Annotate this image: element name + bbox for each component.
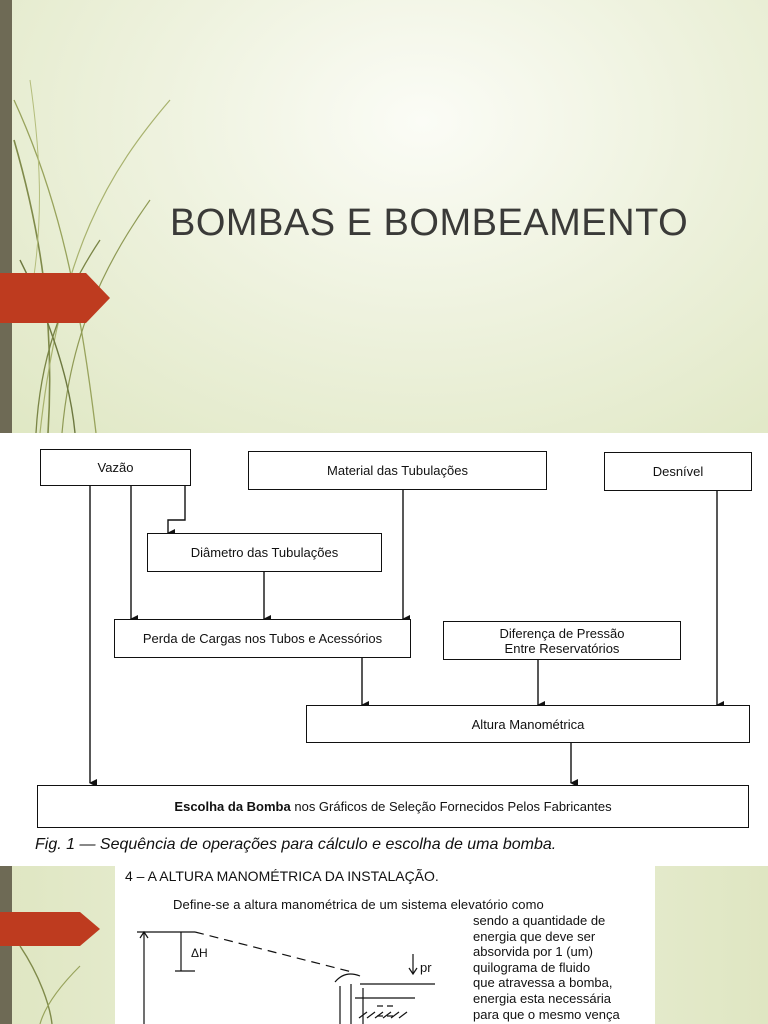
box-diferenca-pressao: Diferença de Pressão Entre Reservatórios [443,621,681,660]
box-perda-cargas: Perda de Cargas nos Tubos e Acessórios [114,619,411,658]
decorative-grass-lines-2 [19,945,81,1024]
body-line: quilograma de fluido [473,959,591,975]
box-escolha-bold: Escolha da Bomba [174,799,291,814]
title-slide: BOMBAS E BOMBEAMENTO [0,0,768,433]
body-line: para que o mesmo vença [473,1006,620,1022]
flowchart-connectors [89,485,724,787]
section-body: sendo a quantidade de energia que deve s… [473,913,648,1022]
delta-h-label: ΔH [191,946,208,960]
box-diametro-tubulacoes: Diâmetro das Tubulações [147,533,382,572]
section-intro: Define-se a altura manométrica de um sis… [173,897,544,912]
red-accent-tab-2 [0,912,100,946]
box-altura-label: Altura Manométrica [471,716,585,732]
box-escolha-rest: nos Gráficos de Seleção Fornecidos Pelos… [294,799,612,814]
figure-caption-text: — Sequência de operações para cálculo e … [79,836,557,853]
box-escolha-bomba: Escolha da Bomba nos Gráficos de Seleção… [37,785,749,828]
box-desnivel: Desnível [604,452,752,491]
body-line: sendo a quantidade de [473,913,606,928]
red-accent-tab [0,273,110,323]
box-diferenca-line1: Diferença de Pressão [499,625,625,641]
figure-caption-label: Fig. 1 [35,836,76,853]
box-diferenca-line2: Entre Reservatórios [504,640,620,656]
slide-title: BOMBAS E BOMBEAMENTO [170,202,689,244]
textbook-excerpt: 4 – A ALTURA MANOMÉTRICA DA INSTALAÇÃO. … [115,866,655,1024]
box-vazao-label: Vazão [97,460,134,475]
content-slide: 4 – A ALTURA MANOMÉTRICA DA INSTALAÇÃO. … [0,866,768,1024]
body-line: energia que deve ser [473,928,596,944]
box-diametro-label: Diâmetro das Tubulações [190,545,339,560]
box-material-label: Material das Tubulações [327,463,468,478]
box-desnivel-label: Desnível [652,464,704,479]
decorative-grass-lines [13,79,171,433]
flowchart-panel: Vazão Material das Tubulações Desnível D… [0,433,768,866]
box-vazao: Vazão [40,449,191,486]
body-line: absorvida por 1 (um) [473,944,593,960]
box-material-tubulacoes: Material das Tubulações [248,451,547,490]
box-altura-manometrica: Altura Manométrica [306,705,750,743]
section-title: 4 – A ALTURA MANOMÉTRICA DA INSTALAÇÃO. [125,868,439,884]
manometric-head-diagram [137,930,435,1024]
body-line: que atravessa a bomba, [473,975,613,991]
left-sidebar-bar [0,0,12,433]
figure-caption: Fig. 1 — Sequência de operações para cál… [35,836,556,854]
body-line: energia esta necessária [473,990,612,1006]
pressure-pr-label: pr [420,960,432,975]
box-perda-label: Perda de Cargas nos Tubos e Acessórios [142,631,383,646]
